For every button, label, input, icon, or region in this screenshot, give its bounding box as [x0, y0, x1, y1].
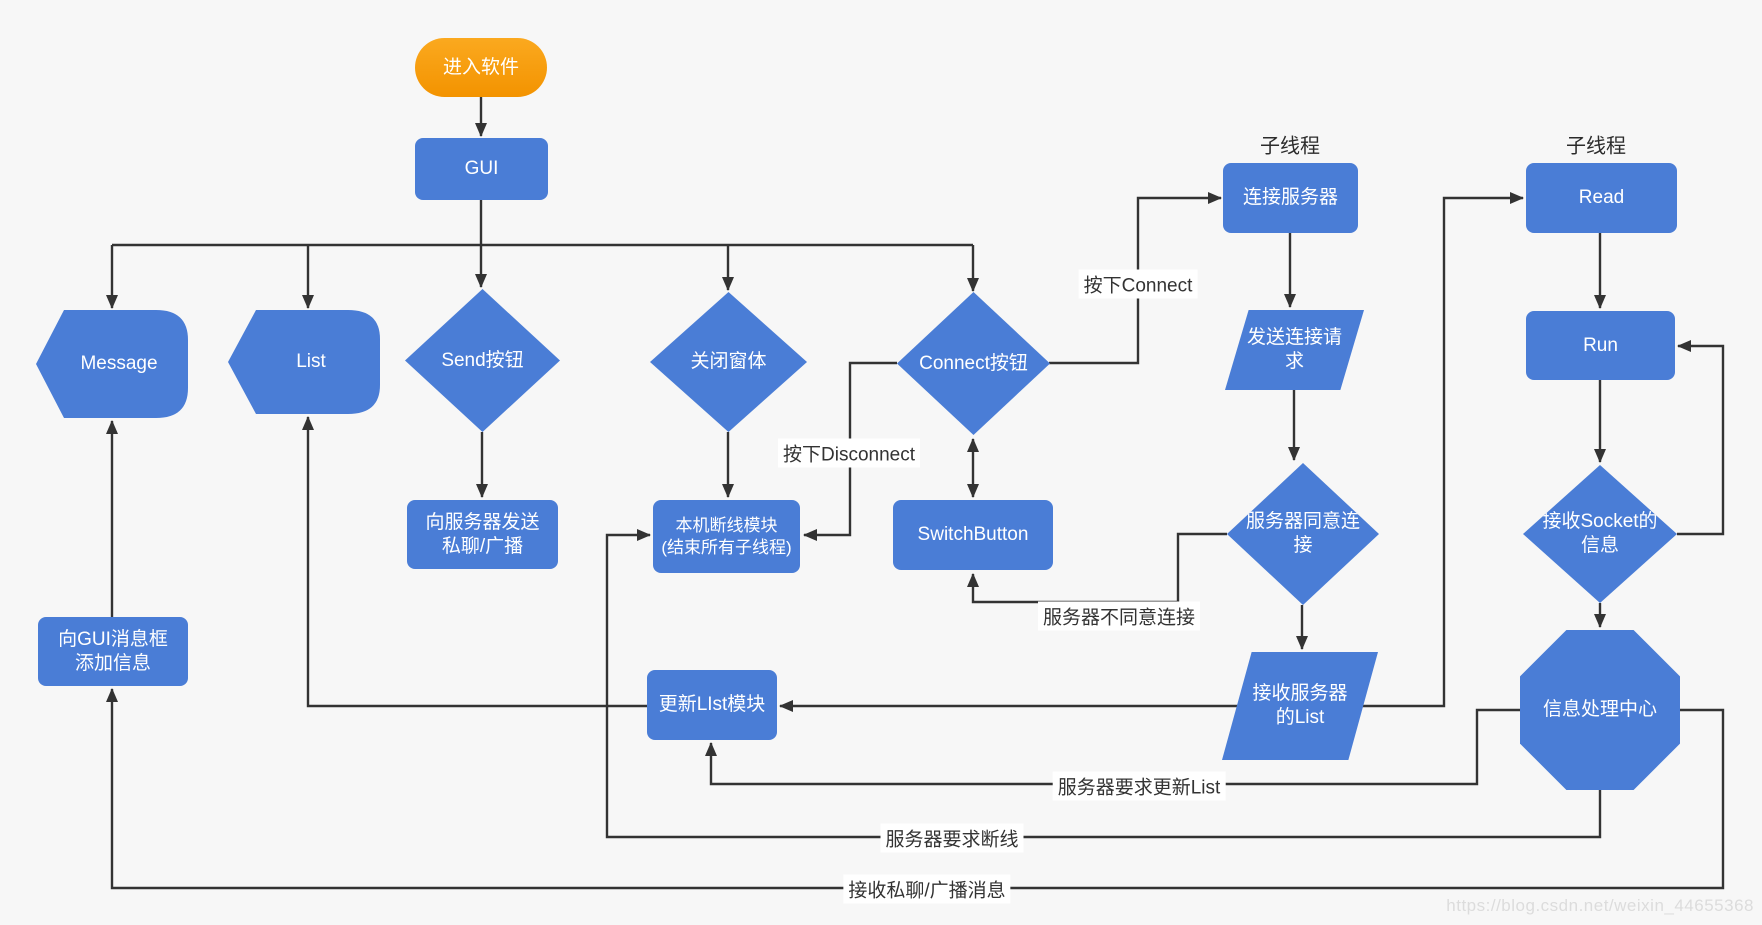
edge-label-server-disagree: 服务器不同意连接: [1037, 601, 1201, 631]
node-add-to-gui: 向GUI消息框 添加信息: [38, 617, 188, 686]
edge-label-press-connect: 按下Connect: [1078, 269, 1198, 299]
display-shape: [228, 310, 380, 414]
display-shape: [36, 310, 188, 418]
edge-receive-chat: [106, 688, 1725, 890]
node-label: Connect按钮: [919, 352, 1028, 374]
node-label: 连接服务器: [1242, 187, 1338, 209]
edge-label-server-disconnect: 服务器要求断线: [880, 823, 1024, 853]
node-label: Message: [80, 353, 158, 375]
node-label: 更新LIst模块: [658, 694, 766, 716]
node-label: Read: [1578, 187, 1625, 209]
thread-label-left: 子线程: [1260, 135, 1320, 158]
node-label: GUI: [464, 158, 499, 180]
node-label: SwitchButton: [917, 524, 1029, 546]
node-message-center: 信息处理中心: [1520, 630, 1680, 790]
node-label: Run: [1583, 334, 1618, 356]
node-label: 关闭窗体: [690, 351, 767, 373]
node-label: 信息处理中心: [1542, 699, 1657, 721]
node-label: 服务器同意连 接: [1245, 511, 1360, 556]
node-label: 进入软件: [442, 56, 519, 78]
node-gui: GUI: [415, 138, 548, 200]
edge-recvsocket-run-loop: [1677, 340, 1725, 536]
node-connect-server: 连接服务器: [1223, 163, 1358, 233]
node-label: 接收服务器 的List: [1252, 683, 1348, 728]
node-send-connect-request: 发送连接请 求: [1225, 310, 1364, 390]
watermark: https://blog.csdn.net/weixin_44655368: [1446, 896, 1754, 915]
thread-label-right: 子线程: [1566, 135, 1626, 158]
node-message: Message: [36, 310, 188, 418]
node-label: 接收Socket的 信息: [1542, 511, 1658, 556]
edge-recvlist-to-read: [1362, 192, 1524, 708]
node-label: Send按钮: [441, 349, 524, 371]
edge-label-press-disconnect: 按下Disconnect: [778, 438, 920, 468]
node-receive-server-list: 接收服务器 的List: [1222, 652, 1378, 760]
edge-server-update-list: [705, 708, 1520, 786]
edge-label-receive-chat: 接收私聊/广播消息: [843, 874, 1011, 904]
edge-label-server-update-list: 服务器要求更新List: [1052, 771, 1226, 801]
node-run: Run: [1526, 311, 1675, 380]
node-label: 向服务器发送 私聊/广播: [425, 511, 540, 557]
node-label: 本机断线模块 (结束所有子线程): [661, 516, 792, 557]
edge-server-disconnect: [605, 529, 1602, 839]
node-label: 向GUI消息框 添加信息: [58, 628, 168, 674]
node-list: List: [228, 310, 380, 414]
node-local-disconnect: 本机断线模块 (结束所有子线程): [653, 500, 800, 573]
node-read: Read: [1526, 163, 1677, 233]
edge-updatelist-to-list: [302, 416, 647, 708]
node-switch-button: SwitchButton: [893, 500, 1053, 570]
node-enter-software: 进入软件: [415, 38, 547, 97]
node-label: List: [296, 351, 326, 373]
node-update-list: 更新LIst模块: [647, 670, 777, 740]
node-send-to-server: 向服务器发送 私聊/广播: [407, 500, 558, 569]
node-label: 发送连接请 求: [1246, 327, 1342, 372]
